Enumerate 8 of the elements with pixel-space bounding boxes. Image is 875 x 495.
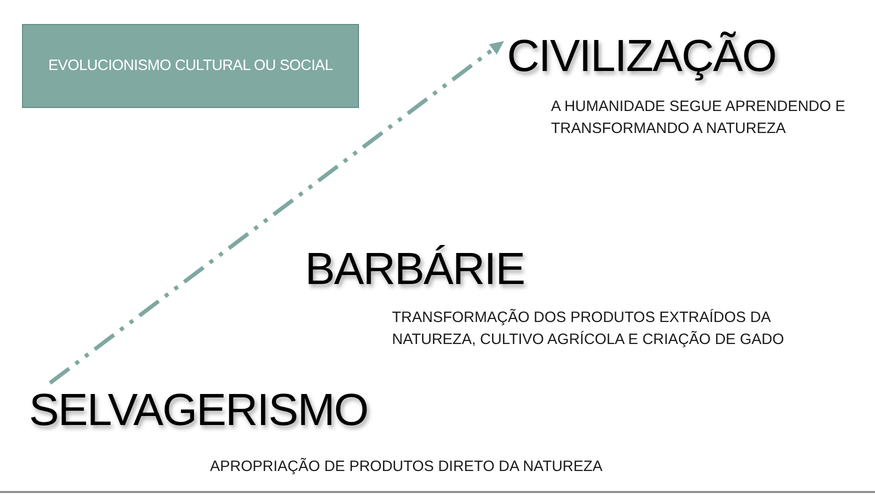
- stage-heading: CIVILIZAÇÃO: [507, 30, 776, 82]
- stage-description: A HUMANIDADE SEGUE APRENDENDO E TRANSFORMANDO A NATUREZA: [551, 97, 846, 139]
- stage-heading: SELVAGERISMO: [29, 384, 368, 436]
- stage-heading: BARBÁRIE: [305, 243, 525, 295]
- stage-description: TRANSFORMAÇÃO DOS PRODUTOS EXTRAÍDOS DA NATUREZA, CULTIVO AGRÍCOLA E CRIAÇÃO DE GADO: [392, 308, 786, 350]
- title-box: EVOLUCIONISMO CULTURAL OU SOCIAL: [22, 24, 359, 108]
- dash-dot-arrow: [48, 41, 504, 385]
- stage-description: APROPRIAÇÃO DE PRODUTOS DIRETO DA NATUREZA: [210, 456, 603, 477]
